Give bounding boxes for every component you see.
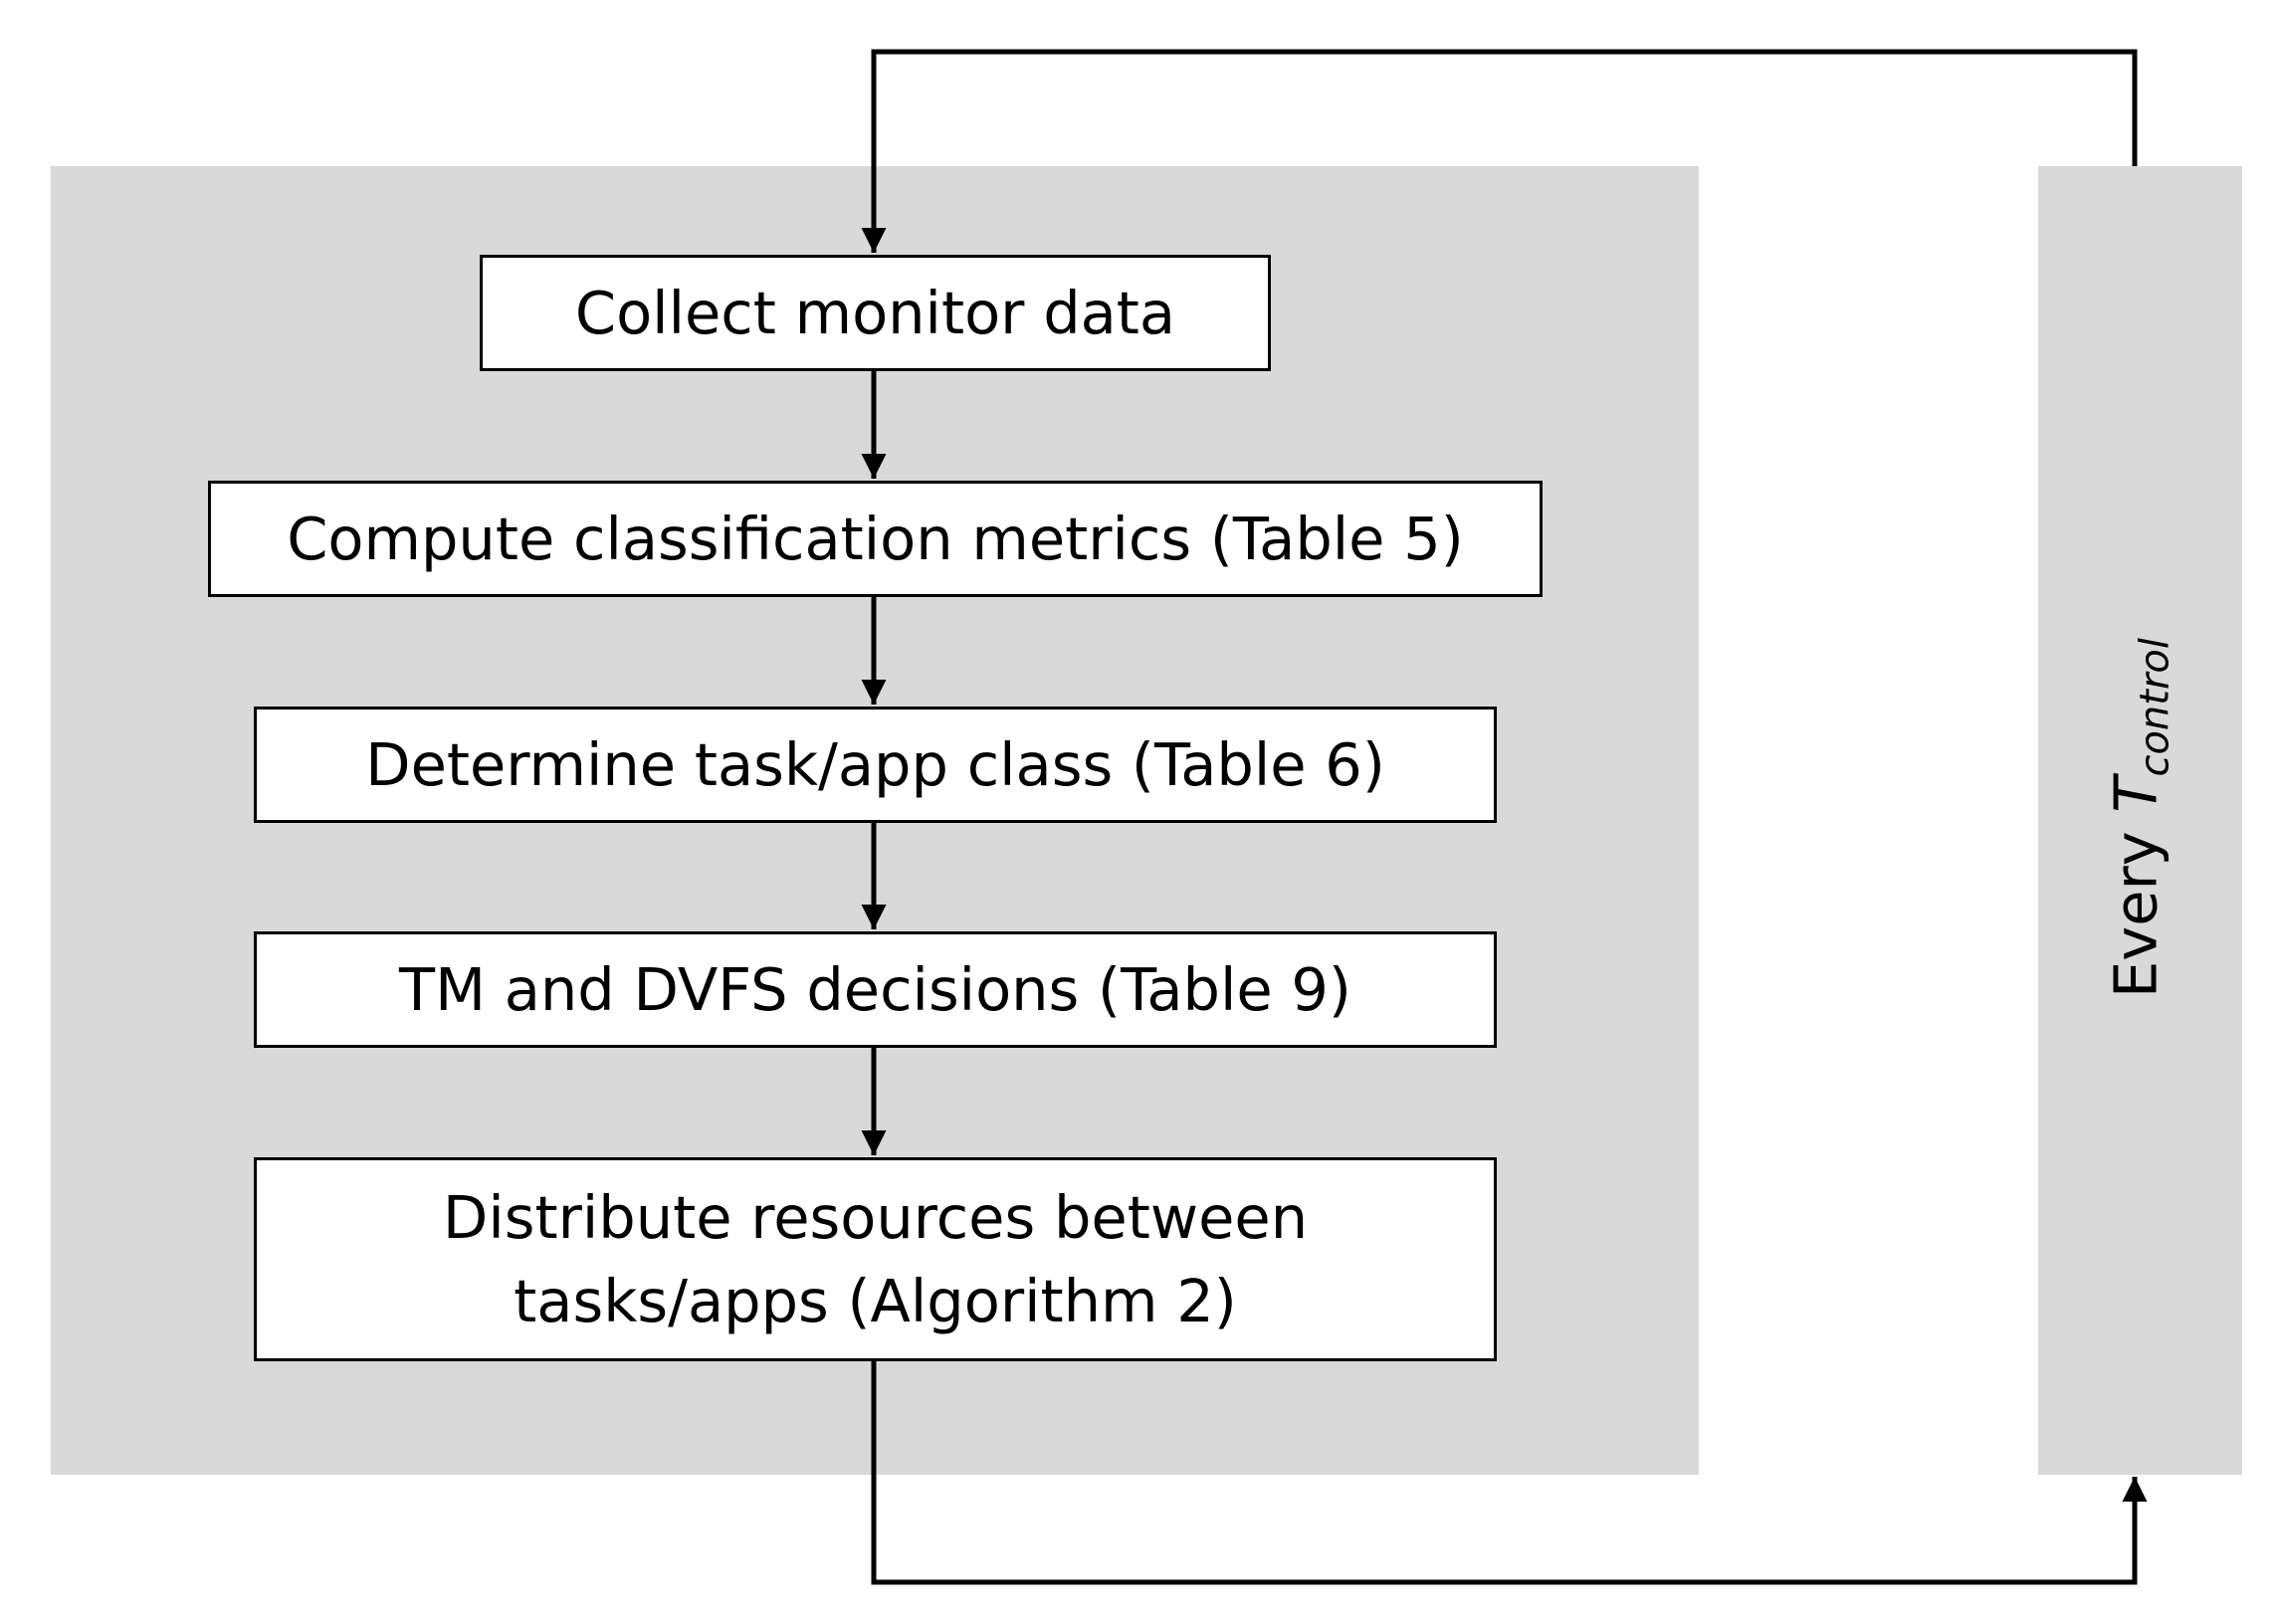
step-determine-class: Determine task/app class (Table 6) <box>254 707 1497 823</box>
period-subscript: control <box>2132 638 2178 777</box>
period-symbol: T <box>2101 776 2171 813</box>
step-tm-dvfs-decisions: TM and DVFS decisions (Table 9) <box>254 931 1497 1048</box>
step-collect-monitor-data: Collect monitor data <box>480 255 1271 371</box>
period-prefix: Every <box>2101 812 2171 998</box>
period-label: Every Tcontrol <box>2102 638 2178 998</box>
period-panel <box>2038 166 2242 1475</box>
step-distribute-resources: Distribute resources between tasks/apps … <box>254 1157 1497 1361</box>
step-compute-classification-metrics: Compute classification metrics (Table 5) <box>208 481 1543 597</box>
